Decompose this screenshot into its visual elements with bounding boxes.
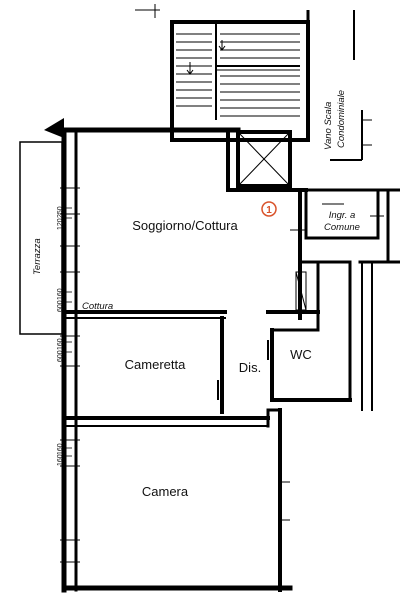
dimension-label-2: 120	[57, 218, 64, 230]
terrace	[19, 118, 64, 335]
room-label-wc: WC	[290, 347, 312, 362]
room-label-terrace: Terrazza	[32, 238, 43, 275]
openings	[60, 187, 384, 563]
walls	[61, 127, 400, 593]
dimension-ticks	[64, 207, 72, 457]
unit-marker: 1	[261, 201, 277, 217]
room-label-hall: Dis.	[239, 360, 261, 375]
unit-marker-label: 1	[266, 205, 272, 216]
room-label-bedroom: Camera	[142, 484, 189, 499]
dimension-label-7: 160	[57, 443, 64, 455]
label-common-entry-line1: Ingr. a	[329, 210, 356, 221]
label-stairwell-line1: Vano Scala	[323, 102, 334, 150]
dimension-label-6: 600	[57, 350, 64, 362]
room-label-living: Soggiorno/Cottura	[132, 218, 238, 233]
dimension-label-5: 160	[57, 338, 64, 350]
room-label-bedroom-small: Cameretta	[125, 357, 186, 372]
label-common-entry-line2: Comune	[324, 222, 360, 233]
label-stairwell-line2: Condominiale	[336, 90, 347, 148]
label-cooking: Cottura	[82, 301, 113, 312]
dimension-label-4: 600	[57, 300, 64, 312]
dimension-label-1: 250	[57, 206, 64, 218]
elevator-shaft	[236, 130, 292, 188]
dimension-label-8: 160	[57, 454, 64, 466]
dimension-label-3: 160	[57, 288, 64, 300]
